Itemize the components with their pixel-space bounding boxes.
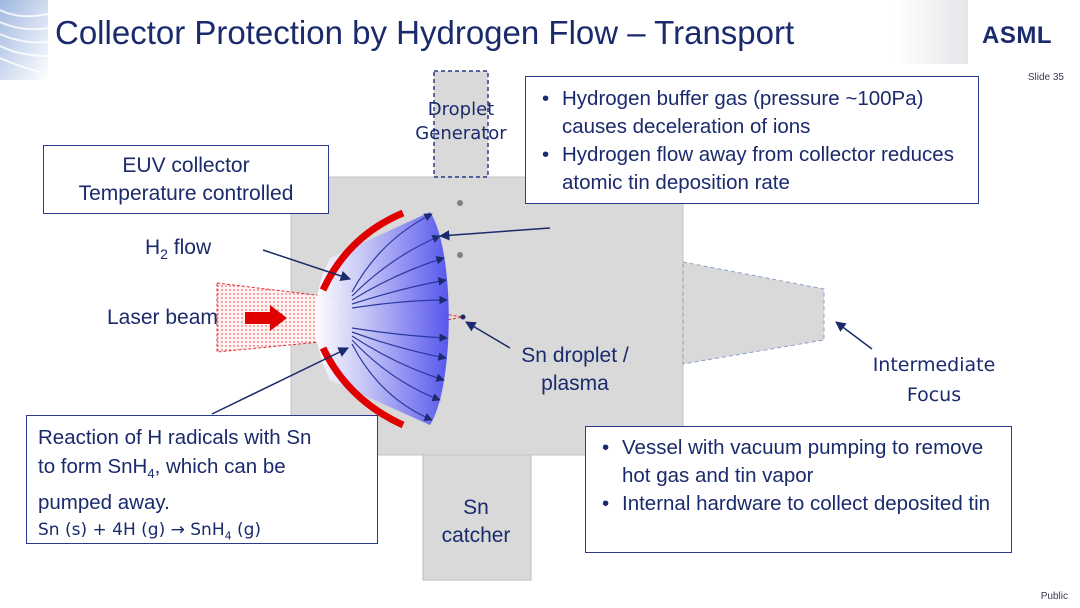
equation-sub: 4: [224, 529, 232, 543]
hydrogen-bullet: Hydrogen buffer gas (pressure ~100Pa) ca…: [542, 85, 972, 141]
h2-flow-label: H2 flow: [145, 234, 211, 268]
equation-post: (g): [231, 520, 262, 541]
sn-catcher-label: Sn catcher: [426, 494, 526, 550]
exit-cone: [682, 261, 825, 365]
sn-droplet-label: Sn droplet / plasma: [508, 342, 642, 398]
collector-line2: Temperature controlled: [78, 182, 294, 205]
asml-logo: ASML: [982, 22, 1052, 49]
slide-title: Collector Protection by Hydrogen Flow – …: [55, 14, 795, 51]
tin-droplet: [457, 252, 463, 258]
droplet-generator-line1: Droplet: [427, 99, 495, 120]
reaction-callout: Reaction of H radicals with Sn to form S…: [26, 415, 378, 544]
collector-mirror-lower: [319, 346, 405, 429]
callout-arrows: [211, 227, 873, 415]
vessel-callout: Vessel with vacuum pumping to remove hot…: [585, 426, 1012, 553]
reaction-line1: Reaction of H radicals with Sn: [38, 426, 312, 449]
sn-droplet-line2: plasma: [541, 372, 609, 395]
droplet-generator-label: Droplet Generator: [404, 98, 518, 146]
plasma-point: [460, 314, 466, 320]
reaction-line3: pumped away.: [38, 491, 170, 515]
reaction-line2-post: , which can be: [154, 455, 286, 478]
intermediate-focus-label: Intermediate Focus: [862, 350, 1006, 410]
sn-catcher-line1: Sn: [463, 496, 489, 519]
collector-mirror-upper: [319, 209, 405, 292]
reaction-equation: Sn (s) + 4H (g) → SnH4 (g): [38, 517, 369, 549]
slide-number: Slide 35: [1027, 72, 1064, 83]
droplet-generator-box: [433, 70, 489, 178]
sn-droplet-line1: Sn droplet /: [521, 344, 629, 367]
laser-arrow: [245, 305, 287, 331]
h2-flow-sub: 2: [160, 246, 168, 263]
h2-flow-pre: H: [145, 236, 161, 259]
collector-line1: EUV collector: [122, 154, 250, 177]
title-bar: [48, 0, 968, 64]
tin-droplet: [457, 200, 463, 206]
h2-flow-post: flow: [167, 236, 212, 259]
corner-decoration: [0, 0, 48, 80]
intermediate-focus-line1: Intermediate: [872, 354, 996, 376]
hydrogen-flow-volume: [315, 212, 449, 425]
classification-label: Public: [1040, 591, 1068, 602]
sn-catcher-line2: catcher: [441, 524, 511, 547]
reaction-line2-sub: 4: [147, 466, 155, 482]
laser-beam-label: Laser beam: [107, 306, 218, 329]
equation-pre: Sn (s) + 4H (g) → SnH: [38, 520, 225, 541]
collector-callout: EUV collector Temperature controlled: [43, 145, 329, 214]
sn-catcher-tube: [422, 453, 532, 581]
reaction-line2-pre: to form SnH: [38, 455, 148, 478]
intermediate-focus-line2: Focus: [906, 384, 962, 406]
flow-lines: [351, 213, 448, 421]
droplet-generator-line2: Generator: [415, 123, 507, 144]
hydrogen-bullet: Hydrogen flow away from collector reduce…: [542, 141, 972, 197]
reaction-line2: to form SnH4, which can be: [38, 452, 369, 488]
hydrogen-gas-callout: Hydrogen buffer gas (pressure ~100Pa) ca…: [525, 76, 979, 204]
vessel-bullet: Internal hardware to collect deposited t…: [602, 490, 1005, 518]
vessel-bullet: Vessel with vacuum pumping to remove hot…: [602, 434, 1005, 490]
